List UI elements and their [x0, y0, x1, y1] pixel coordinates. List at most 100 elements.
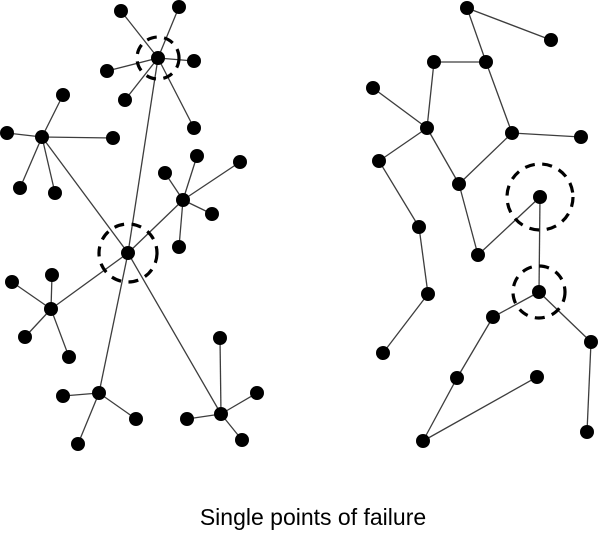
- node-bl2: [45, 268, 59, 282]
- edge-f-j: [426, 127, 460, 185]
- node-m4: [205, 207, 219, 221]
- node-t1: [114, 4, 128, 18]
- node-a: [460, 1, 474, 15]
- edge-i-m: [378, 160, 420, 228]
- node-d: [479, 55, 493, 69]
- node-bm1: [56, 389, 70, 403]
- edge-a-b: [466, 7, 552, 41]
- edge-k-n: [538, 196, 541, 293]
- node-bm2: [129, 412, 143, 426]
- node-j: [452, 177, 466, 191]
- node-t3: [100, 64, 114, 78]
- edge-bm-hub-bm2: [98, 392, 137, 420]
- node-hub-left: [35, 130, 49, 144]
- node-k: [533, 190, 547, 204]
- edge-d-g: [485, 61, 513, 134]
- node-br2: [180, 412, 194, 426]
- node-s: [450, 371, 464, 385]
- node-bl4: [62, 350, 76, 364]
- edge-q-r: [382, 293, 429, 354]
- node-i: [372, 154, 386, 168]
- edge-c-f: [426, 61, 435, 129]
- edge-hub-top-t2: [157, 6, 180, 59]
- edge-hub-left-l5: [41, 136, 56, 194]
- node-bl-hub: [44, 302, 58, 316]
- edge-hub-center-bl-hub: [50, 252, 129, 310]
- edge-e-f: [372, 87, 428, 129]
- node-l2: [0, 126, 14, 140]
- edge-hub-left-l4: [19, 136, 43, 189]
- node-bm3: [71, 437, 85, 451]
- failure-ring-n: [511, 264, 567, 320]
- edge-u-t: [422, 376, 538, 442]
- node-bl1: [5, 275, 19, 289]
- node-t6: [187, 121, 201, 135]
- node-l: [471, 248, 485, 262]
- edge-hub-center-bm-hub: [98, 252, 129, 394]
- edge-hub-top-t5: [124, 57, 159, 101]
- edge-hub-top-hub-center: [127, 57, 159, 254]
- edge-hub-mid-hub-center: [127, 199, 184, 254]
- edge-hub-left-l3: [41, 136, 114, 139]
- node-m2: [158, 166, 172, 180]
- node-bm-hub: [92, 386, 106, 400]
- node-c: [427, 55, 441, 69]
- failure-ring-hub-top: [135, 35, 181, 81]
- edge-k-l: [477, 196, 541, 256]
- node-hub-mid: [176, 193, 190, 207]
- failure-ring-hub-center: [97, 222, 159, 284]
- node-r: [376, 346, 390, 360]
- right-network-mesh-topology: [366, 1, 598, 448]
- node-t: [530, 370, 544, 384]
- failure-ring-k: [505, 162, 575, 232]
- edge-bl-hub-bl1: [11, 281, 52, 310]
- node-l5: [48, 186, 62, 200]
- edge-p-v: [586, 341, 592, 433]
- node-p: [584, 335, 598, 349]
- node-n: [532, 285, 546, 299]
- node-l4: [13, 181, 27, 195]
- edge-hub-center-br-hub: [127, 252, 222, 415]
- node-t5: [118, 93, 132, 107]
- edge-s-u: [422, 377, 458, 442]
- node-hub-center: [121, 246, 135, 260]
- edge-hub-mid-m1: [182, 155, 198, 201]
- node-h: [574, 130, 588, 144]
- edge-f-i: [378, 127, 428, 162]
- edge-hub-top-t6: [157, 57, 195, 129]
- edge-o-s: [456, 316, 494, 379]
- node-g: [505, 126, 519, 140]
- edge-hub-left-l1: [41, 94, 64, 138]
- edge-hub-left-hub-center: [41, 136, 129, 254]
- node-m1: [190, 149, 204, 163]
- node-l3: [106, 131, 120, 145]
- node-t2: [172, 0, 186, 14]
- left-network-star-topology: [0, 0, 264, 451]
- node-br1: [213, 331, 227, 345]
- node-o: [486, 310, 500, 324]
- node-q: [421, 287, 435, 301]
- edge-g-j: [458, 132, 513, 185]
- edge-hub-top-t3: [106, 57, 159, 72]
- edge-hub-mid-m3: [182, 161, 241, 201]
- node-e: [366, 81, 380, 95]
- node-f: [420, 121, 434, 135]
- node-v: [580, 425, 594, 439]
- node-m3: [233, 155, 247, 169]
- node-u: [416, 434, 430, 448]
- edge-n-p: [538, 291, 592, 343]
- node-l1: [56, 88, 70, 102]
- node-br3: [250, 386, 264, 400]
- edge-m-q: [418, 226, 429, 295]
- edge-hub-mid-m5: [178, 199, 184, 248]
- node-br4: [235, 433, 249, 447]
- node-m: [412, 220, 426, 234]
- edge-br-hub-br1: [219, 337, 222, 415]
- node-m5: [172, 240, 186, 254]
- edge-hub-top-t1: [120, 10, 159, 59]
- node-br-hub: [214, 407, 228, 421]
- figure-caption: Single points of failure: [199, 504, 427, 530]
- node-hub-top: [151, 51, 165, 65]
- edge-bm-hub-bm3: [77, 392, 100, 445]
